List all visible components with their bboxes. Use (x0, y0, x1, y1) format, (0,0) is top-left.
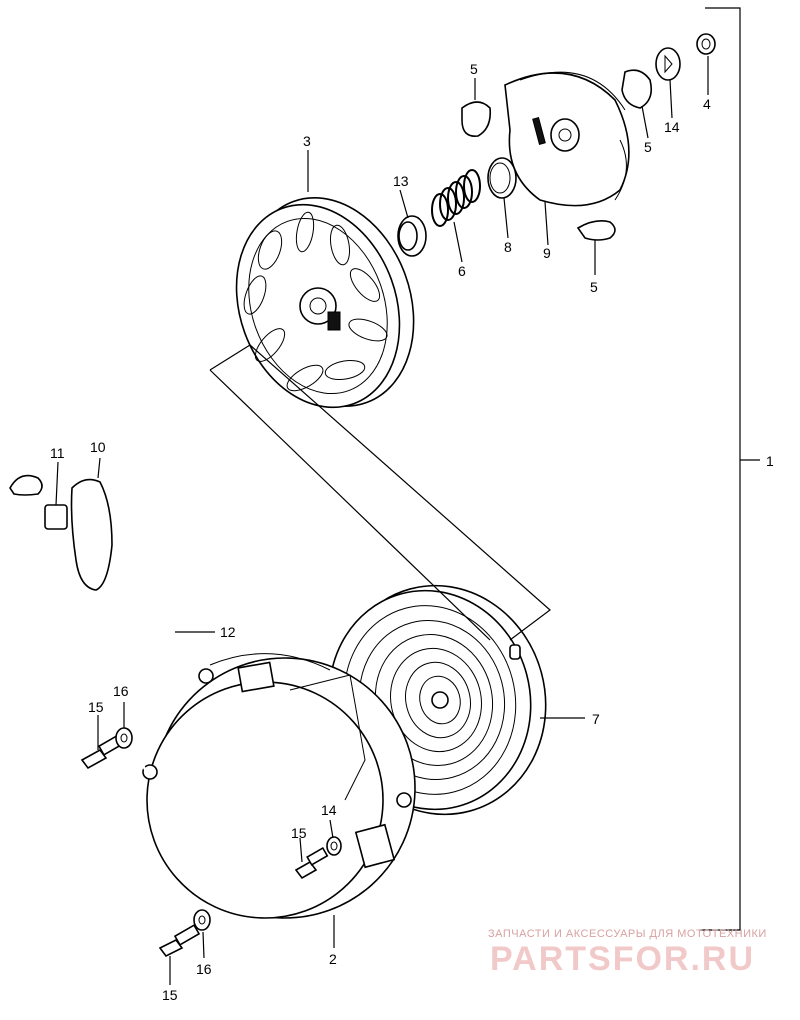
clip (696, 33, 716, 55)
watermark-brand: PARTSFOR.RU (490, 940, 755, 978)
starter-handle (70, 478, 113, 591)
assembly-bracket (700, 7, 760, 931)
callout-3: 3 (303, 133, 311, 149)
coil-spring (431, 169, 481, 227)
callout-13: 13 (393, 173, 409, 189)
callout-14b: 14 (321, 802, 337, 818)
starter-housing (142, 653, 416, 919)
bolt (294, 846, 329, 880)
washer (326, 836, 342, 856)
watermark: ЗАПЧАСТИ И АКСЕССУАРЫ ДЛЯ МОТОТЕХНИКИ PA… (488, 928, 767, 978)
watermark-tagline: ЗАПЧАСТИ И АКСЕССУАРЫ ДЛЯ МОТОТЕХНИКИ (488, 928, 767, 940)
callout-5a: 5 (470, 61, 478, 77)
callout-labels: 1 2 3 4 5 5 5 6 7 8 9 10 11 12 13 14 14 … (50, 61, 774, 1003)
washer (193, 909, 211, 931)
callout-6: 6 (458, 263, 466, 279)
callout-2: 2 (329, 951, 337, 967)
washer (115, 727, 133, 749)
ratchet-plate (504, 71, 630, 207)
callout-15c: 15 (162, 987, 178, 1003)
callout-16a: 16 (113, 683, 129, 699)
callout-1: 1 (766, 453, 774, 469)
starter-rope (99, 519, 171, 776)
bolt (158, 924, 201, 958)
pulley-reel (235, 196, 415, 409)
leader-lines (55, 56, 709, 985)
callout-14a: 14 (664, 119, 680, 135)
callout-15b: 15 (291, 825, 307, 841)
collar (397, 215, 427, 257)
callout-8: 8 (504, 239, 512, 255)
spring-ring (487, 157, 517, 199)
callout-5b: 5 (644, 139, 652, 155)
callout-12: 12 (220, 624, 236, 640)
callout-9: 9 (543, 245, 551, 261)
callout-4: 4 (703, 96, 711, 112)
pawl (621, 69, 653, 109)
washer (655, 47, 681, 81)
callout-5c: 5 (590, 279, 598, 295)
rope-knot (9, 474, 68, 530)
pawl (461, 101, 492, 137)
callout-16b: 16 (196, 961, 212, 977)
callout-7: 7 (592, 711, 600, 727)
callout-10: 10 (90, 439, 106, 455)
pawl (576, 220, 616, 241)
callout-15a: 15 (88, 699, 104, 715)
callout-11: 11 (50, 445, 65, 461)
